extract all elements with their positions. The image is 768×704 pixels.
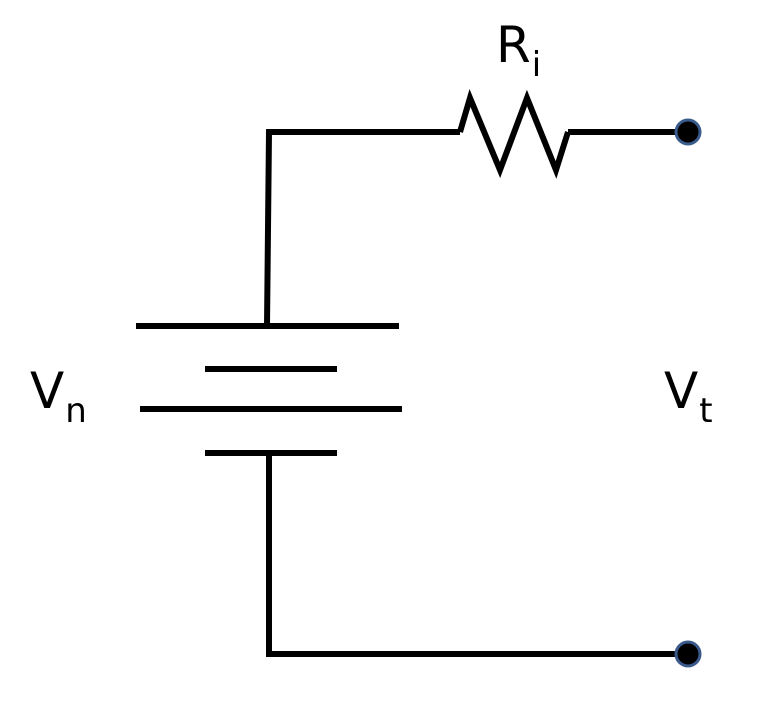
bottom-terminal — [674, 640, 702, 668]
source-voltage-label-main: V — [30, 362, 65, 420]
top-left-wire — [264, 129, 385, 327]
source-voltage-label-subscript: n — [65, 391, 87, 431]
bottom-wire — [266, 453, 684, 657]
resistor-zigzag — [457, 89, 571, 179]
terminal-voltage-label: Vt — [664, 366, 713, 428]
top-terminal — [674, 118, 702, 146]
terminal-voltage-label-subscript: t — [699, 391, 713, 431]
resistor-label: Ri — [496, 20, 541, 82]
terminal-voltage-label-main: V — [664, 362, 699, 420]
resistor-label-main: R — [496, 16, 531, 74]
source-voltage-label: Vn — [30, 366, 87, 428]
resistor-label-subscript: i — [531, 45, 542, 85]
